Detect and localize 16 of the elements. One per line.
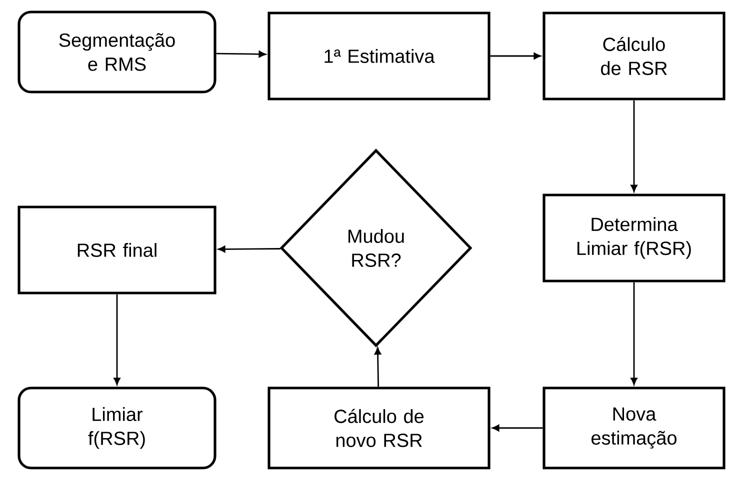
arrow: [218, 246, 280, 253]
process-box: Cálculo de novo RSR: [268, 386, 490, 470]
arrow: [492, 424, 543, 432]
process-box: 1ª Estimativa: [268, 12, 490, 100]
terminal-box: Limiar f(RSR): [18, 386, 216, 470]
arrow: [490, 52, 541, 60]
arrow: [630, 100, 638, 192]
process-box: Nova estimação: [542, 386, 726, 470]
arrow: [216, 50, 266, 58]
arrow: [114, 294, 120, 385]
terminal-box: Segmentação e RMS: [18, 10, 216, 94]
process-box: Cálculo de RSR: [542, 12, 726, 100]
arrow: [630, 282, 638, 385]
process-box: RSR final: [18, 206, 216, 294]
process-box: Determina Limiar f(RSR): [542, 194, 726, 282]
arrow: [374, 347, 382, 387]
